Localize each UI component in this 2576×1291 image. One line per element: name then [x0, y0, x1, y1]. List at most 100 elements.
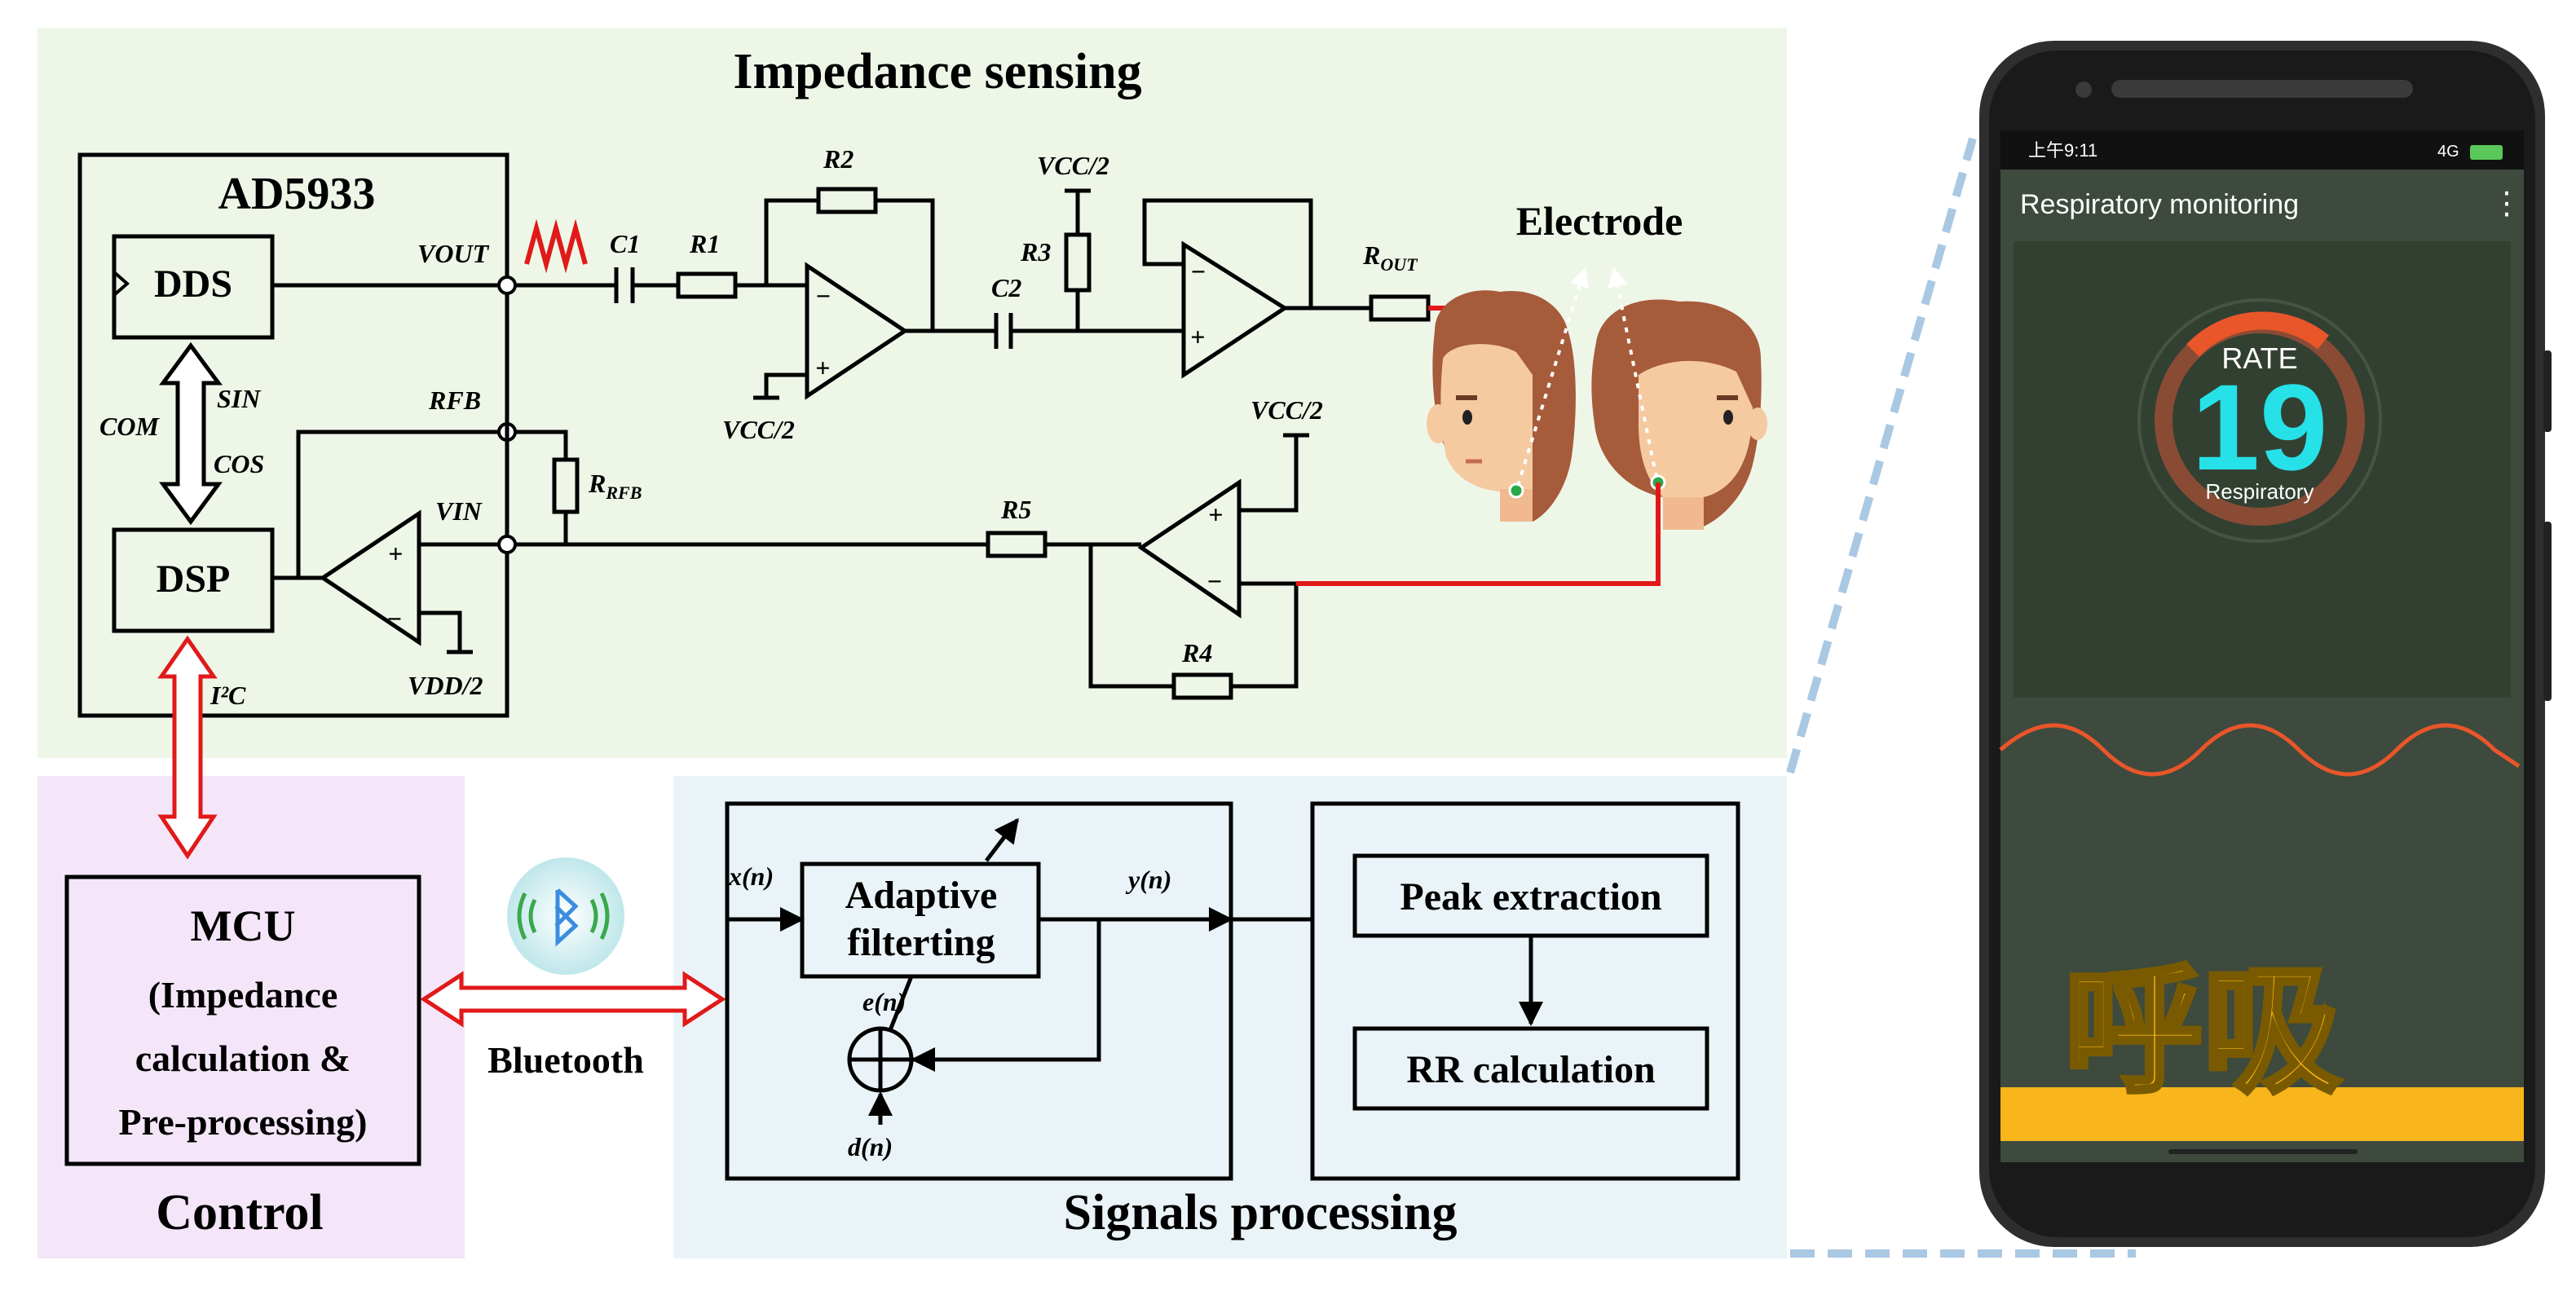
en-label: e(n) — [862, 987, 906, 1016]
dds-clock-mark — [112, 271, 130, 297]
home-indicator[interactable] — [2168, 1149, 2358, 1154]
r2-label: R2 — [823, 144, 854, 174]
c1-capacitor — [614, 267, 635, 303]
status-bar — [2000, 130, 2524, 170]
i2c-arrow — [157, 635, 218, 860]
impedance-section-title: Impedance sensing — [733, 44, 1141, 99]
opamp-2 — [1181, 240, 1289, 379]
opamp-1-minus: − — [815, 281, 831, 311]
menu-icon[interactable]: ⋮ — [2491, 187, 2522, 221]
head-side — [1591, 299, 1767, 530]
opamp-2-plus: + — [1190, 322, 1205, 351]
head-front — [1427, 290, 1576, 522]
adaptive-label-2: filterting — [847, 921, 995, 964]
opamp-3 — [1137, 478, 1242, 619]
dsp-block — [112, 527, 275, 633]
internal-opamp — [319, 509, 421, 646]
yn-label: y(n) — [1125, 865, 1171, 894]
phone-callout-top — [1786, 137, 1977, 774]
rfb-wire — [296, 430, 507, 578]
status-network: 4G — [2437, 143, 2459, 161]
receive-red-wire — [1296, 482, 1661, 586]
banner-bar — [2000, 1087, 2524, 1141]
opamp-1-ref — [753, 372, 807, 400]
r1-label: R1 — [689, 229, 720, 258]
opamp-2-minus: − — [1190, 257, 1206, 286]
electrode-pointer-1 — [1516, 267, 1590, 487]
mcu-desc-2: calculation & — [135, 1038, 351, 1079]
control-section-bg — [37, 776, 465, 1258]
electrode-label: Electrode — [1516, 198, 1683, 244]
opamp-1 — [805, 262, 909, 400]
rrfb-wire — [515, 430, 568, 544]
rate-label: RATE — [2221, 341, 2297, 375]
vdd2-wire — [419, 610, 462, 650]
adaptive-outer-block — [725, 801, 1233, 1181]
r3-resistor — [1064, 232, 1092, 293]
opamp-3-feedback — [1088, 544, 1299, 689]
rate-value: 19 — [2192, 359, 2328, 496]
respiration-waveform — [1999, 723, 2521, 777]
processing-outer-block — [1310, 801, 1740, 1181]
r2-resistor — [816, 187, 878, 214]
phone-camera — [2075, 82, 2092, 98]
i2c-label: I²C — [210, 681, 246, 710]
bluetooth-arrow — [420, 971, 726, 1028]
dds-label: DDS — [154, 262, 232, 306]
c2-capacitor — [994, 313, 1013, 349]
electrode-pointer-2 — [1608, 267, 1658, 478]
battery-icon — [2470, 145, 2503, 160]
r4-label: R4 — [1181, 638, 1212, 668]
summing-cross — [849, 1029, 911, 1091]
rr-calculation-block — [1352, 1026, 1709, 1111]
vin-label: VIN — [435, 496, 483, 526]
phone-speaker — [2111, 80, 2413, 98]
cos-label: COS — [214, 449, 264, 478]
opamp-1-plus: + — [815, 353, 830, 382]
com-arrow — [159, 341, 223, 526]
adaptive-tune-arrow — [985, 817, 1019, 862]
rout-label: ROUT — [1362, 240, 1418, 275]
phone-side-button-1 — [2543, 350, 2552, 432]
bluetooth-label: Bluetooth — [487, 1039, 644, 1081]
r5-resistor — [986, 531, 1048, 558]
internal-opamp-plus: + — [388, 539, 403, 568]
r4-resistor — [1171, 672, 1233, 700]
r5-label: R5 — [1000, 495, 1031, 524]
dn-label: d(n) — [848, 1132, 893, 1161]
opamp-3-ref — [1239, 433, 1309, 513]
banner-text: 呼吸 — [2064, 954, 2341, 1109]
vcc2-label-b: VCC/2 — [1037, 151, 1109, 180]
xn-label: x(n) — [728, 861, 774, 891]
phone: 上午9:11 4G Respiratory monitoring ⋮ RATE … — [1979, 41, 2552, 1247]
node-vin — [497, 535, 517, 554]
rr-calculation-label: RR calculation — [1406, 1048, 1655, 1091]
rate-sub-label: Respiratory — [2206, 479, 2314, 504]
rrfb-resistor — [552, 457, 580, 514]
rate-dial-progress — [2186, 311, 2329, 357]
c1-label: C1 — [610, 229, 640, 258]
mcu-label: MCU — [191, 901, 296, 950]
node-vout — [497, 275, 517, 295]
rate-dial-shadow — [2137, 298, 2382, 543]
adaptive-label-1: Adaptive — [845, 874, 998, 917]
signals-section-title: Signals processing — [1064, 1185, 1458, 1240]
vout-label: VOUT — [417, 239, 490, 268]
ad5933-label: AD5933 — [218, 169, 376, 219]
vcc2-label-a: VCC/2 — [722, 415, 795, 444]
sin-label: SIN — [217, 384, 262, 413]
mcu-desc-3: Pre-processing) — [119, 1101, 368, 1143]
app-title: Respiratory monitoring — [2020, 189, 2299, 220]
rrfb-label: RRFB — [588, 469, 642, 503]
peak-extraction-label: Peak extraction — [1400, 875, 1661, 919]
opamp-2-feedback — [1142, 198, 1313, 311]
rfb-label: RFB — [428, 386, 481, 415]
en-wire — [888, 976, 914, 1031]
mcu-desc-1: (Impedance — [148, 974, 338, 1016]
opamp-3-minus: − — [1206, 566, 1222, 596]
internal-opamp-minus: − — [386, 604, 402, 633]
r3-wire — [1065, 188, 1091, 331]
opamp-3-plus: + — [1208, 500, 1223, 529]
phone-side-button-2 — [2543, 522, 2552, 701]
